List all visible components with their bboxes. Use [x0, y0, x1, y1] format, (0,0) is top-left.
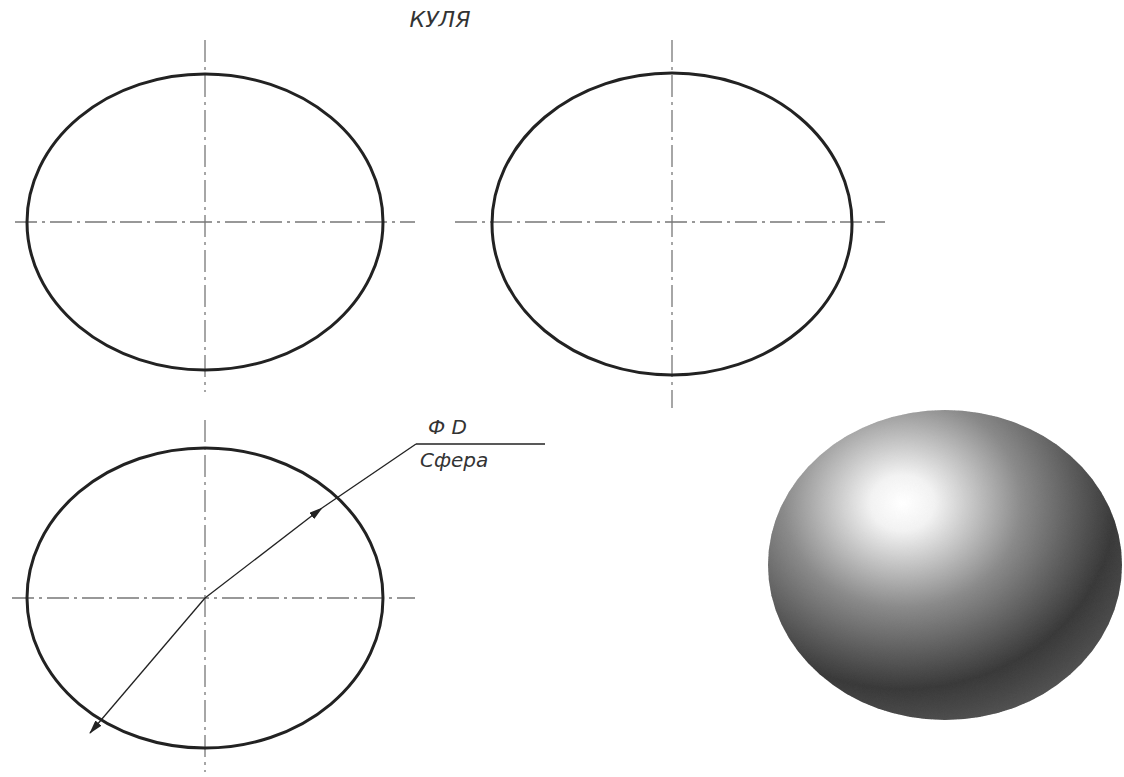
dimension-label: Ф D	[428, 416, 467, 438]
shaded-sphere	[768, 410, 1122, 720]
top-view	[27, 448, 383, 748]
front-view	[27, 74, 383, 370]
dimension-note: Сфера	[420, 449, 488, 471]
drawing-title: КУЛЯ	[410, 8, 471, 32]
center-lines	[12, 40, 885, 772]
side-view	[492, 73, 852, 375]
dimension-line	[90, 444, 545, 733]
view-outlines	[27, 73, 852, 748]
